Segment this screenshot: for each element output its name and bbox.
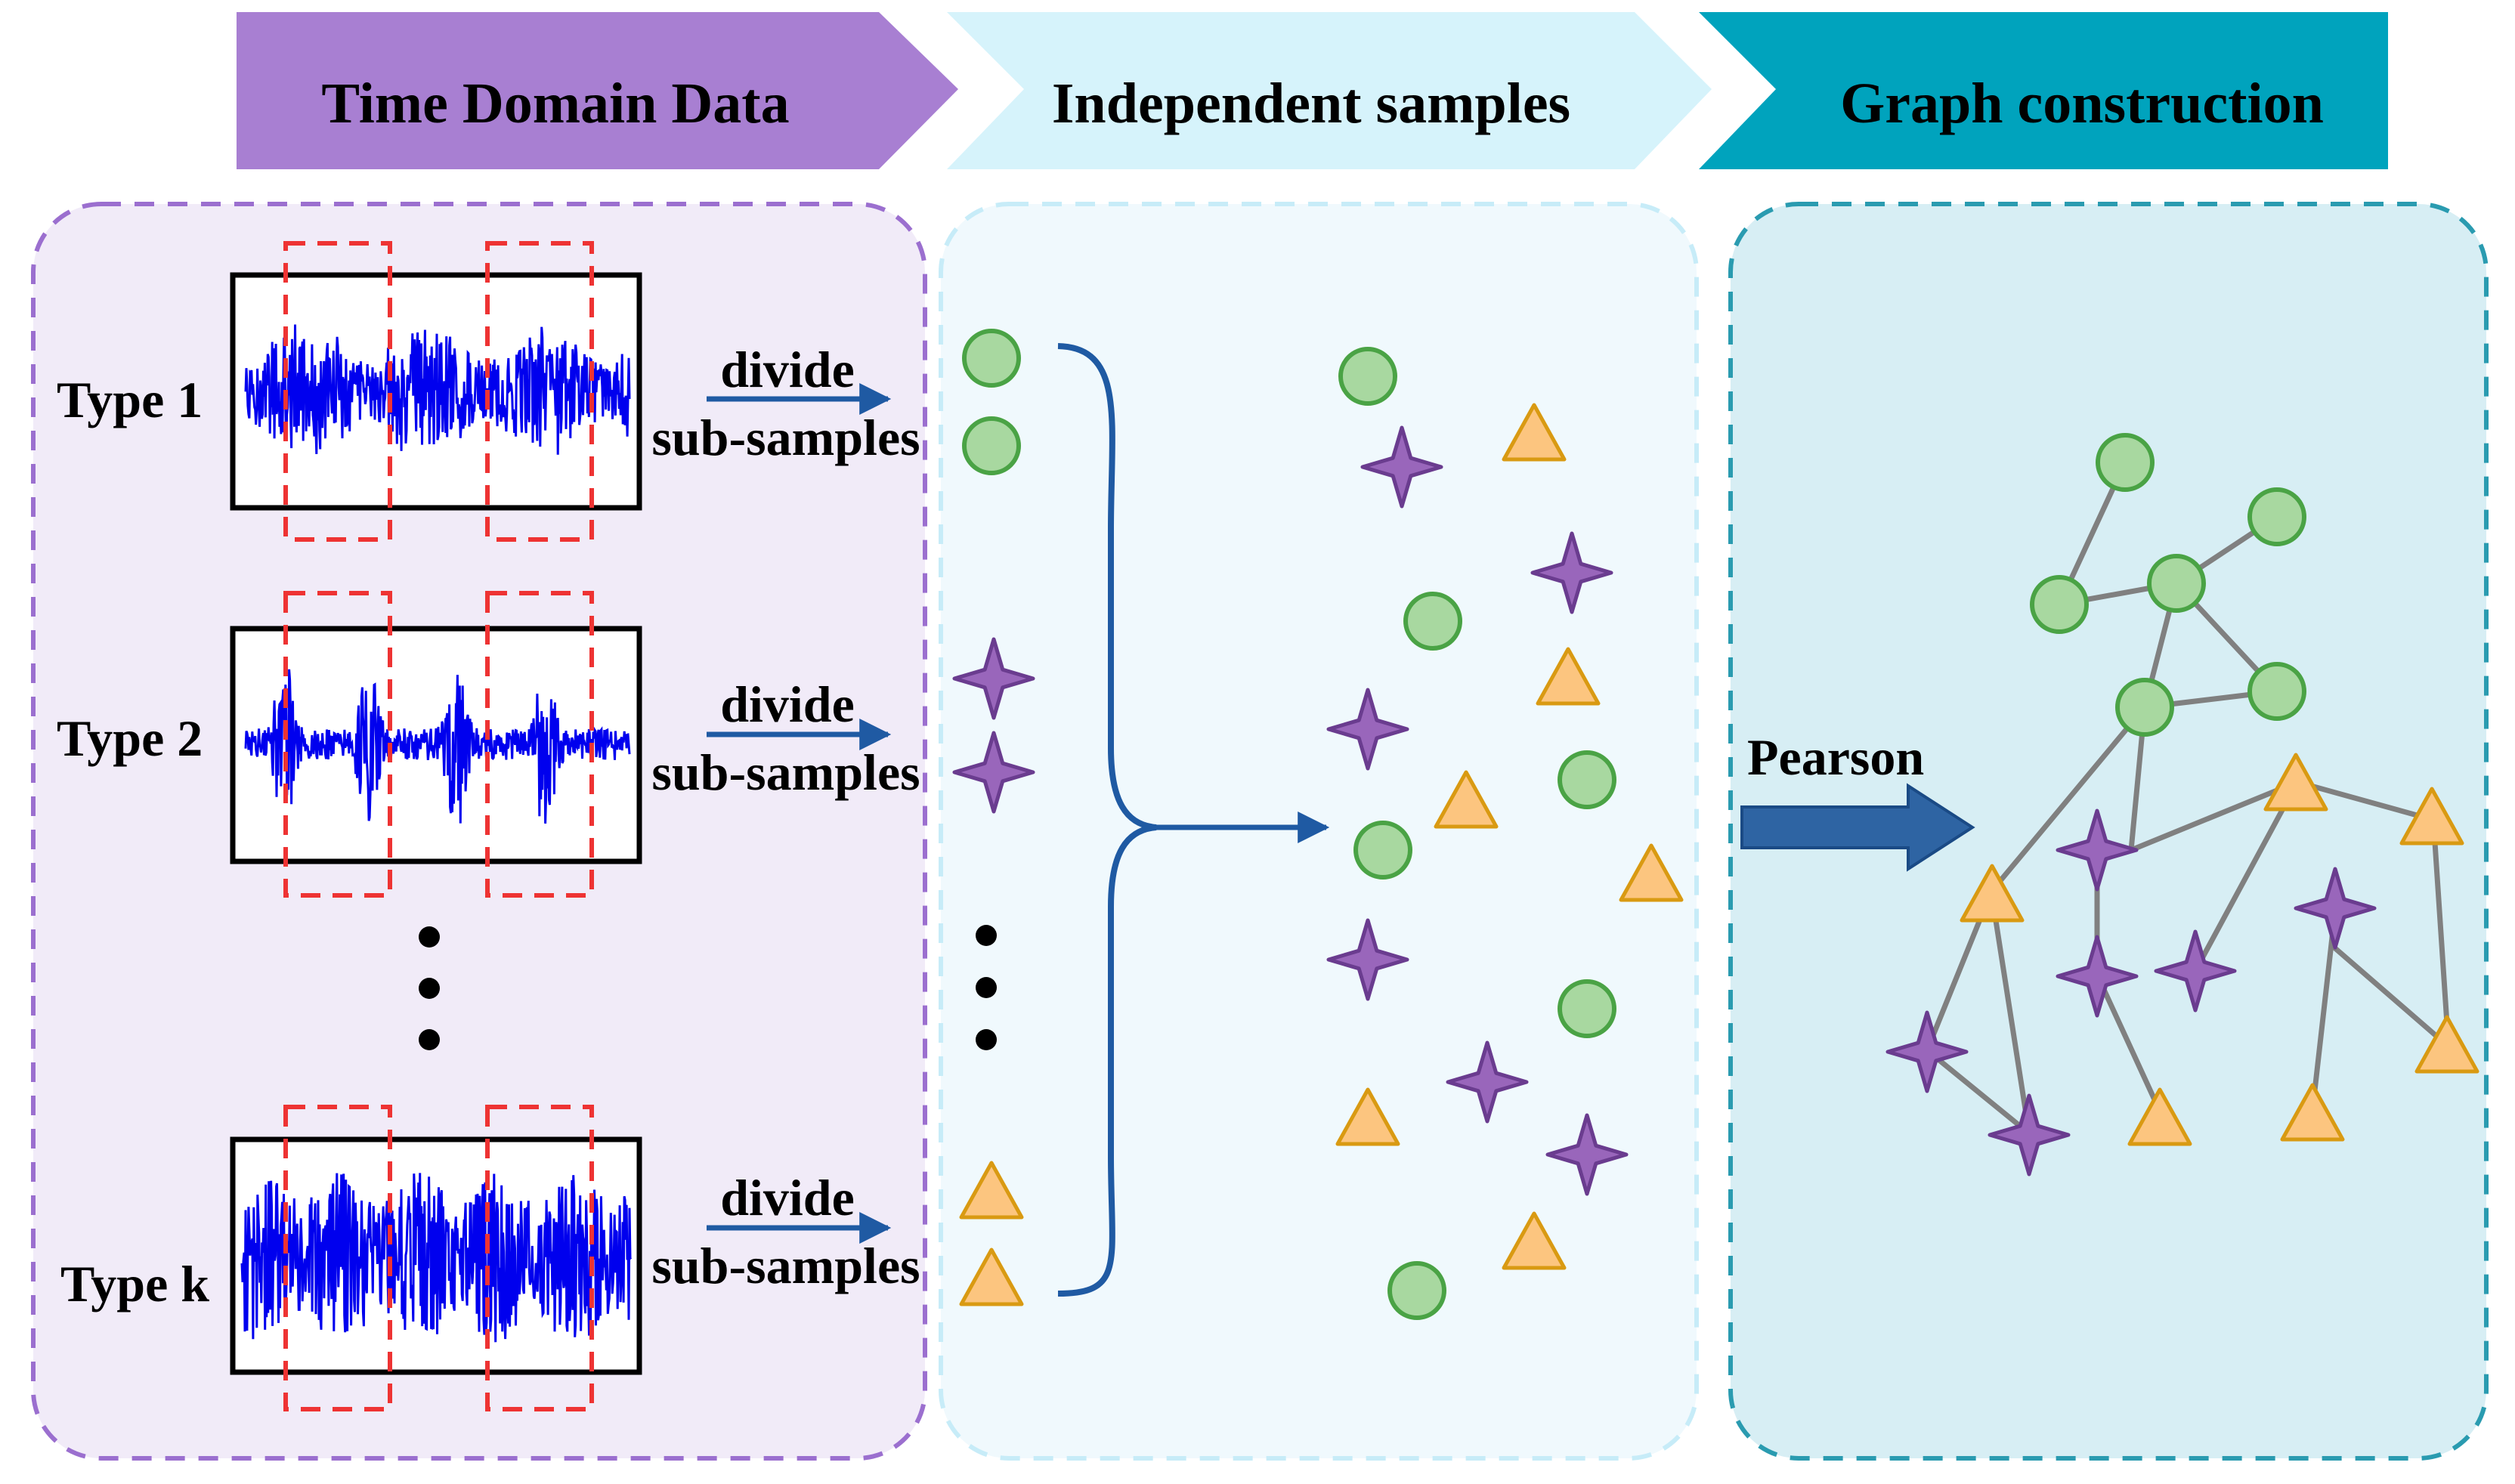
window-type-2-b bbox=[485, 591, 594, 898]
sample-triangle bbox=[1502, 403, 1567, 462]
stage-title-1: Time Domain Data bbox=[321, 72, 789, 135]
sample-star bbox=[1360, 425, 1443, 509]
signal-box-type-k bbox=[230, 1105, 642, 1411]
sample-circle bbox=[1558, 979, 1616, 1038]
graph-node-circle bbox=[2247, 662, 2306, 721]
pearson-label: Pearson bbox=[1747, 728, 1924, 786]
subsamples-label-k: sub-samples bbox=[651, 1237, 920, 1294]
divide-arrow-2: divide sub-samples bbox=[651, 676, 920, 801]
graph-node-circle bbox=[2096, 433, 2155, 492]
brace-icon bbox=[1057, 343, 1157, 1297]
graph-node-star bbox=[2294, 867, 2377, 950]
stage-banner-1 bbox=[237, 12, 958, 169]
stage-banner-2 bbox=[947, 12, 1712, 169]
sample-triangle bbox=[1335, 1087, 1400, 1146]
waveform-type-2 bbox=[244, 669, 631, 824]
graph-node-triangle bbox=[2263, 753, 2328, 812]
sample-triangle bbox=[1619, 843, 1684, 902]
stage-title-3: Graph construction bbox=[1840, 72, 2324, 135]
graph-node-triangle bbox=[1960, 864, 2025, 923]
graph-node-circle bbox=[2247, 487, 2306, 546]
sample-star bbox=[1545, 1113, 1629, 1196]
sample-triangle bbox=[959, 1161, 1024, 1220]
divide-label-1: divide bbox=[720, 341, 855, 398]
graph-node-triangle bbox=[2280, 1083, 2345, 1142]
type-label-k: Type k bbox=[60, 1255, 209, 1312]
sample-triangle bbox=[1434, 770, 1499, 829]
graph-node-circle bbox=[2147, 554, 2206, 613]
stage-title-2: Independent samples bbox=[1052, 72, 1570, 135]
sample-circle bbox=[1403, 592, 1462, 651]
sample-star bbox=[1446, 1040, 1529, 1124]
type-label-2: Type 2 bbox=[57, 710, 203, 767]
sample-triangle bbox=[959, 1247, 1024, 1306]
sample-triangle bbox=[1502, 1211, 1567, 1270]
sample-circle bbox=[962, 329, 1021, 388]
panel-independent-samples bbox=[939, 202, 1699, 1461]
sample-star bbox=[952, 731, 1035, 814]
type-label-1: Type 1 bbox=[57, 371, 203, 428]
graph-node-circle bbox=[2030, 575, 2089, 634]
sample-star bbox=[1530, 531, 1613, 614]
graph-node-star bbox=[2056, 808, 2139, 892]
sample-circle bbox=[1353, 821, 1412, 880]
signal-box-type-1 bbox=[230, 241, 642, 542]
window-type-k-b bbox=[485, 1105, 594, 1411]
graph-node-triangle bbox=[2414, 1015, 2479, 1074]
graph-node-circle bbox=[2115, 678, 2174, 737]
graph-node-triangle bbox=[2127, 1087, 2192, 1146]
waveform-type-1 bbox=[244, 324, 631, 455]
graph-nodes bbox=[1885, 433, 2479, 1176]
signal-box-type-2 bbox=[230, 591, 642, 898]
stage-banner-3 bbox=[1699, 12, 2388, 169]
graph-node-star bbox=[2154, 929, 2237, 1013]
ellipsis-vertical-icon bbox=[976, 925, 997, 1050]
divide-arrow-k: divide sub-samples bbox=[651, 1169, 920, 1294]
sample-triangle bbox=[1536, 647, 1601, 706]
ellipsis-vertical-icon bbox=[419, 926, 440, 1050]
divide-label-2: divide bbox=[720, 676, 855, 733]
graph-node-star bbox=[2056, 935, 2139, 1018]
window-type-1-b bbox=[485, 241, 594, 542]
sample-circle bbox=[1558, 750, 1616, 809]
window-type-k-a bbox=[283, 1105, 392, 1411]
sample-column bbox=[952, 329, 1035, 1306]
subsamples-label-2: sub-samples bbox=[651, 744, 920, 801]
divide-label-k: divide bbox=[720, 1169, 855, 1226]
window-type-2-a bbox=[283, 591, 392, 898]
graph-node-star bbox=[1988, 1093, 2071, 1176]
waveform-type-k bbox=[240, 1173, 633, 1343]
graph-node-triangle bbox=[2399, 787, 2464, 846]
subsamples-label-1: sub-samples bbox=[651, 409, 920, 466]
window-type-1-a bbox=[283, 241, 392, 542]
sample-star bbox=[1326, 918, 1409, 1001]
sample-circle bbox=[1387, 1261, 1446, 1320]
graph-node-star bbox=[1885, 1010, 1969, 1093]
sample-star bbox=[952, 637, 1035, 720]
sample-star bbox=[1326, 688, 1409, 771]
block-arrow-icon bbox=[1740, 783, 1975, 872]
sample-circle bbox=[1338, 347, 1397, 406]
divide-arrow-1: divide sub-samples bbox=[651, 341, 920, 466]
sample-circle bbox=[962, 416, 1021, 475]
scattered-samples bbox=[1326, 347, 1684, 1320]
